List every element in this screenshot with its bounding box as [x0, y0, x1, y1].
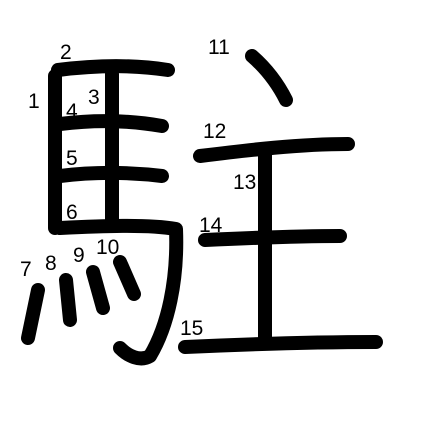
stroke-number-13: 13 [233, 171, 256, 194]
stroke-6 [53, 218, 184, 366]
stroke-12 [193, 137, 355, 163]
stroke-number-2: 2 [60, 41, 72, 64]
stroke-number-11: 11 [208, 36, 230, 59]
stroke-14 [198, 229, 347, 247]
stroke-number-7: 7 [20, 258, 32, 281]
stroke-number-10: 10 [96, 236, 119, 259]
stroke-number-8: 8 [45, 252, 57, 275]
stroke-number-5: 5 [66, 147, 78, 170]
stroke-8 [59, 273, 77, 327]
stroke-4 [53, 114, 169, 133]
stroke-number-6: 6 [66, 201, 78, 224]
stroke-number-12: 12 [203, 120, 226, 143]
stroke-number-4: 4 [66, 100, 78, 123]
stroke-9 [86, 265, 110, 315]
stroke-number-15: 15 [180, 317, 203, 340]
stroke-10 [113, 255, 141, 301]
stroke-number-1: 1 [28, 90, 40, 113]
stroke-2 [51, 59, 175, 77]
stroke-number-14: 14 [199, 214, 223, 237]
stroke-5 [53, 166, 169, 183]
stroke-15 [178, 335, 383, 354]
stroke-7 [21, 283, 45, 345]
stroke-11 [245, 49, 293, 107]
stroke-number-9: 9 [73, 244, 85, 267]
stroke-number-3: 3 [88, 86, 100, 109]
